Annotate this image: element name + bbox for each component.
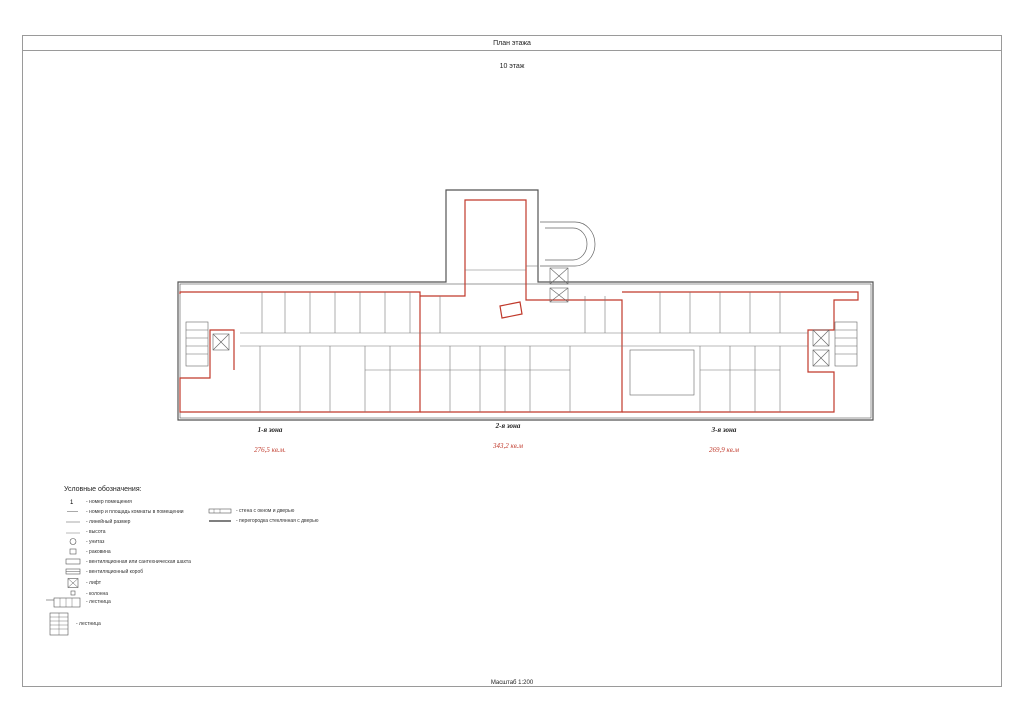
legend-item: - унитаз <box>64 538 104 545</box>
elevator-icon <box>64 578 82 588</box>
legend-item: - вентиляционный короб <box>64 568 143 575</box>
svg-text:1: 1 <box>70 500 74 505</box>
corridor <box>240 332 808 347</box>
zone-1-name: 1-я зона <box>257 426 283 434</box>
stairwells <box>185 321 858 367</box>
legend-item: 1 - номер помещения <box>64 498 132 507</box>
zone-boundaries <box>179 199 859 413</box>
sink-icon <box>64 548 82 555</box>
stairwell-icon <box>46 612 72 636</box>
legend-item: - высота <box>64 528 106 535</box>
elevators <box>212 267 830 367</box>
sheet-title: План этажа <box>23 36 1001 51</box>
legend-item: - вентиляционная или сантехническая шахт… <box>64 558 191 565</box>
height-icon <box>64 528 82 535</box>
ventilation-box-icon <box>64 568 82 575</box>
room-area-icon <box>64 508 82 515</box>
drawing-sheet: План этажа 10 этаж Масштаб 1:200 <box>22 35 1002 687</box>
zone-2-area: 343,2 кв.м <box>492 442 524 450</box>
wall-window-door-icon <box>208 506 232 516</box>
legend-item: - стена с окном и дверью <box>208 506 294 516</box>
legend-title: Условные обозначения: <box>64 486 142 493</box>
toilet-icon <box>64 538 82 545</box>
legend-item: - лестница <box>46 612 101 636</box>
zone-3-label: 3-я зона 269,9 кв.м <box>664 426 784 454</box>
legend-item: - линейный размер <box>64 518 130 525</box>
legend-item: - раковина <box>64 548 111 555</box>
stair-icon <box>44 596 82 608</box>
floor-label: 10 этаж <box>499 63 525 70</box>
legend-item: - перегородка стеклянная с дверью <box>208 518 319 524</box>
dimension-icon <box>64 518 82 525</box>
zone-3-name: 3-я зона <box>711 426 737 434</box>
room-number-icon: 1 <box>64 498 82 506</box>
legend-item: - лифт <box>64 578 101 588</box>
zone-1-label: 1-я зона 276,5 кв.м. <box>210 426 330 454</box>
open-hall <box>629 349 695 396</box>
legend-item: - колонна <box>64 590 108 597</box>
legend-item: - лестница <box>44 596 111 608</box>
zone-1-area: 276,5 кв.м. <box>254 446 286 454</box>
ventilation-shaft-icon <box>64 558 82 565</box>
legend-item: - номер и площадь комнаты в помещении <box>64 508 184 515</box>
curved-stair <box>540 221 596 267</box>
glass-partition-icon <box>208 518 232 524</box>
zone-3-area: 269,9 кв.м <box>708 446 740 454</box>
room-partitions <box>259 265 781 412</box>
scale-label: Масштаб 1:200 <box>490 680 534 686</box>
column-icon <box>64 590 82 597</box>
zone-2-name: 2-я зона <box>495 422 521 430</box>
zone-2-label: 2-я зона 343,2 кв.м <box>448 422 568 450</box>
